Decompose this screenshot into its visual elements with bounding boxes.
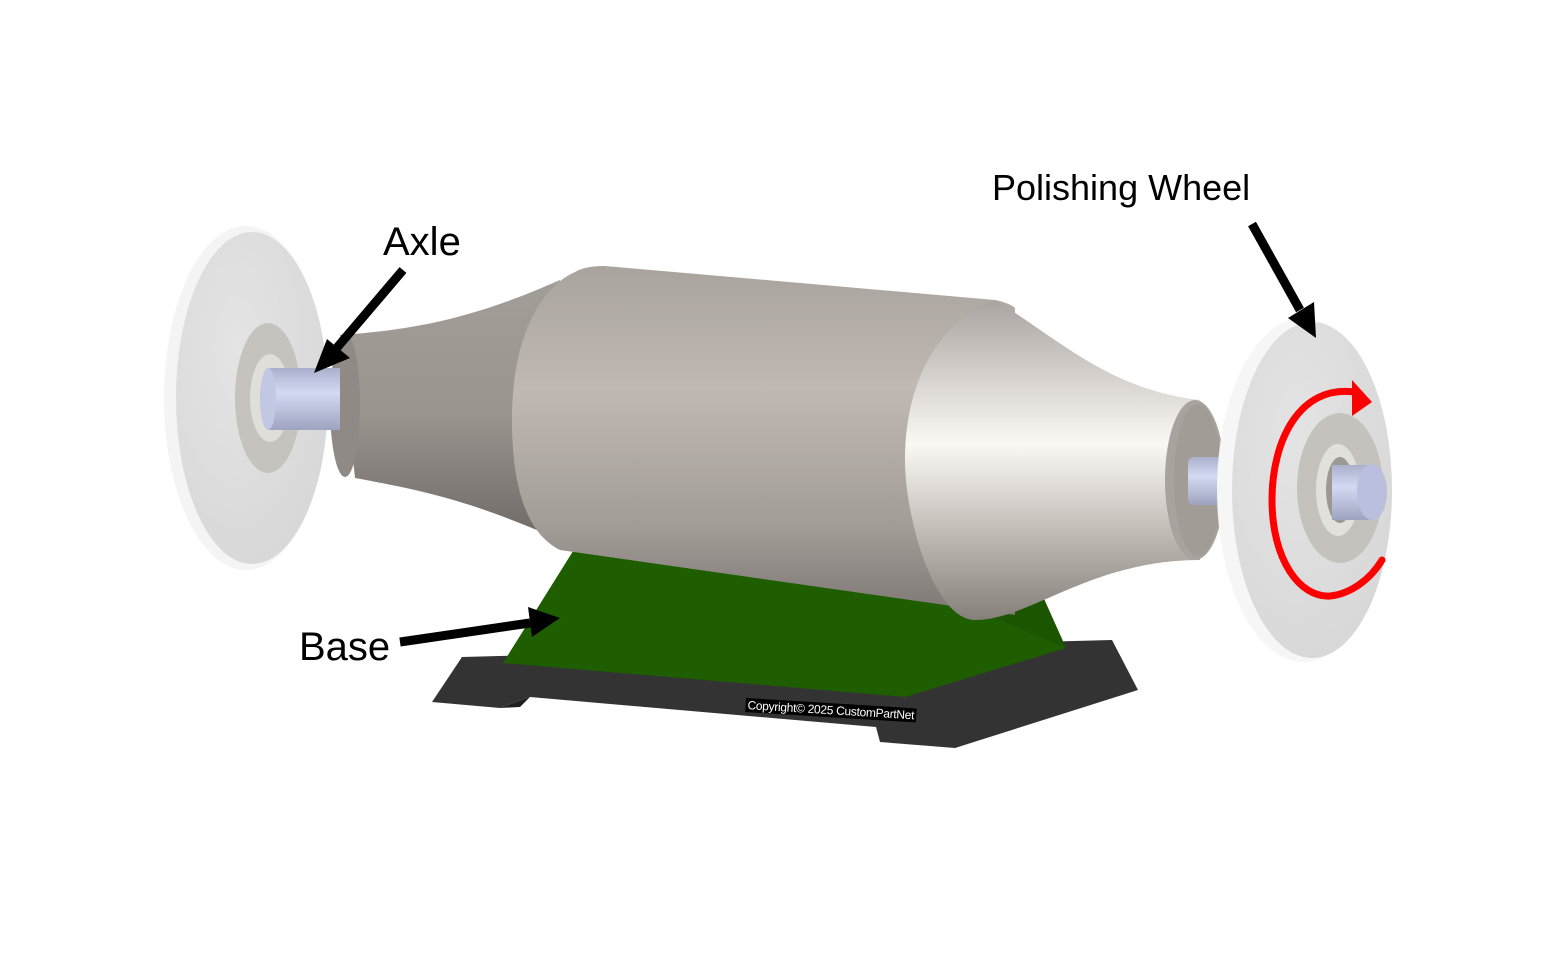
rotation-arrow-icon <box>1268 380 1386 600</box>
left-polishing-wheel <box>164 226 328 570</box>
axle-pointer-arrow <box>314 267 407 373</box>
motor-housing <box>512 266 1015 615</box>
axle-right-tip <box>1332 464 1387 520</box>
axle-label: Axle <box>383 220 461 264</box>
motor-right-cone <box>905 300 1225 620</box>
polishing-wheel-label: Polishing Wheel <box>992 167 1251 208</box>
base-pointer-arrow <box>399 607 560 647</box>
axle-left <box>260 368 340 430</box>
wheel-pointer-arrow <box>1248 221 1316 338</box>
base-label: Base <box>299 625 391 669</box>
